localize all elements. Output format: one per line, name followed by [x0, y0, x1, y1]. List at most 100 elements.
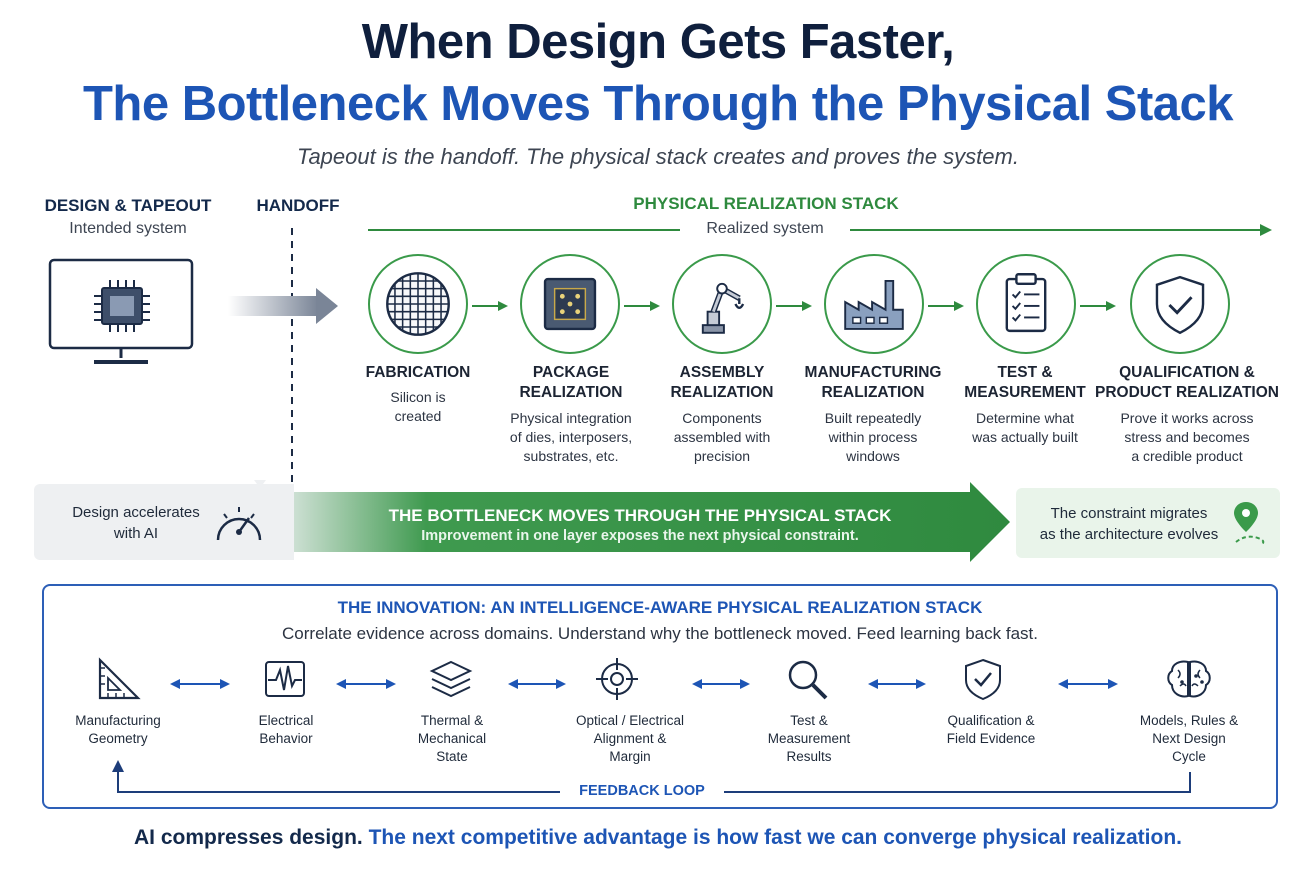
waveform-icon: [265, 661, 305, 697]
innov-label-line: Mechanical: [417, 731, 487, 746]
stage-desc: within process: [828, 429, 918, 445]
brain-icon: [1167, 660, 1211, 698]
stage-desc: Components: [682, 410, 762, 426]
shield-check-icon: [1155, 275, 1205, 335]
innov-item-test-measurement: Test & Measurement Results: [738, 712, 880, 766]
stage-desc: a credible product: [1131, 448, 1243, 464]
stage-desc: Physical integration: [510, 410, 632, 426]
innovation-title: THE INNOVATION: AN INTELLIGENCE-AWARE PH…: [337, 598, 983, 617]
stack-header: PHYSICAL REALIZATION STACK: [633, 194, 899, 213]
stack-sub: Realized system: [706, 220, 824, 237]
stage-desc: Determine what: [975, 410, 1075, 426]
stage-assembly: ASSEMBLY REALIZATION Components assemble…: [648, 363, 796, 466]
design-header: DESIGN & TAPEOUT: [44, 196, 212, 215]
footer-part-1: AI compresses design.: [133, 826, 369, 849]
feedback-loop-label: FEEDBACK LOOP: [579, 783, 705, 799]
stage-title: TEST &: [997, 364, 1053, 381]
stage-manufacturing: MANUFACTURING REALIZATION Built repeated…: [798, 363, 948, 466]
stage-title: MEASUREMENT: [964, 384, 1086, 401]
stage-circle-manufacturing: [824, 254, 924, 354]
band-right-line: as the architecture evolves: [1039, 526, 1219, 543]
band-left-line: Design accelerates: [72, 504, 200, 521]
shield-check-icon: [965, 658, 1001, 701]
innov-item-manufacturing-geometry: Manufacturing Geometry: [48, 712, 188, 748]
innov-label-line: Cycle: [1172, 749, 1206, 764]
stage-desc: substrates, etc.: [523, 448, 619, 464]
innov-item-electrical-behavior: Electrical Behavior: [216, 712, 356, 748]
feedback-loop-line: [117, 768, 1191, 793]
footer-part-2: The next competitive advantage is how fa…: [368, 826, 1182, 849]
innov-label-line: State: [436, 749, 468, 764]
band-left-line: with AI: [113, 525, 159, 542]
monitor-chip-icon: [48, 258, 194, 364]
stage-title: REALIZATION: [519, 384, 623, 401]
innov-item-thermal-mechanical: Thermal & Mechanical State: [382, 712, 522, 766]
stage-fabrication-desc: Silicon is created: [348, 388, 488, 426]
band-center-sub: Improvement in one layer exposes the nex…: [421, 528, 859, 544]
stage-desc: Prove it works across: [1120, 410, 1254, 426]
stage-circle-test: [976, 254, 1076, 354]
constraint-migrates-text: The constraint migrates as the architect…: [1024, 503, 1234, 545]
stage-fabrication: FABRICATION: [348, 363, 488, 383]
bottleneck-band-arrow: [262, 482, 1010, 562]
location-pin-path-icon: [1234, 502, 1265, 545]
band-center-title: THE BOTTLENECK MOVES THROUGH THE PHYSICA…: [388, 506, 892, 525]
crosshair-icon: [596, 658, 638, 700]
clipboard-checklist-icon: [1005, 273, 1047, 333]
wafer-icon: [386, 272, 450, 336]
design-sub: Intended system: [69, 220, 187, 237]
stage-title: QUALIFICATION &: [1119, 364, 1255, 381]
title-line-2: The Bottleneck Moves Through the Physica…: [82, 77, 1234, 131]
innov-label-line: Qualification &: [947, 713, 1035, 728]
stage-desc: stress and becomes: [1124, 429, 1250, 445]
factory-icon: [844, 280, 904, 330]
innovation-double-arrows: [170, 679, 1118, 689]
stage-circle-assembly: [672, 254, 772, 354]
stage-desc: windows: [846, 448, 900, 464]
handoff-header: HANDOFF: [256, 196, 340, 215]
innov-item-models-rules: Models, Rules & Next Design Cycle: [1116, 712, 1262, 766]
innov-item-optical-electrical: Optical / Electrical Alignment & Margin: [552, 712, 708, 766]
stage-circle-fabrication: [368, 254, 468, 354]
innov-label-line: Alignment &: [593, 731, 667, 746]
innov-label-line: Field Evidence: [946, 731, 1036, 746]
innov-label-line: Geometry: [88, 731, 148, 746]
innov-label-line: Test &: [790, 713, 828, 728]
title-line-1: When Design Gets Faster,: [361, 15, 955, 69]
package-icon: [543, 277, 597, 331]
stage-desc: was actually built: [972, 429, 1078, 445]
innov-label-line: Results: [786, 749, 832, 764]
subtitle: Tapeout is the handoff. The physical sta…: [297, 144, 1019, 169]
innovation-subtitle: Correlate evidence across domains. Under…: [282, 624, 1038, 643]
stage-arrows: [472, 301, 1116, 311]
stage-package: PACKAGE REALIZATION Physical integration…: [494, 363, 648, 466]
stage-circle-qualification: [1130, 254, 1230, 354]
innov-label-line: Electrical: [258, 713, 314, 728]
stage-title: ASSEMBLY: [679, 364, 765, 381]
innov-label-line: Measurement: [767, 731, 851, 746]
design-accelerates-text: Design accelerates with AI: [56, 502, 216, 544]
stage-title: FABRICATION: [365, 364, 471, 381]
innov-label-line: Next Design: [1152, 731, 1226, 746]
stage-desc: of dies, interposers,: [509, 429, 633, 445]
constraint-migrates-panel: [1016, 488, 1280, 558]
footer-statement: AI compresses design. The next competiti…: [0, 826, 1316, 850]
innov-label-line: Models, Rules &: [1139, 713, 1239, 728]
triangle-ruler-icon: [98, 657, 141, 700]
innov-label-line: Manufacturing: [75, 713, 161, 728]
stage-title: PACKAGE: [532, 364, 610, 381]
realized-system-line: [368, 224, 1272, 236]
stage-desc: Built repeatedly: [824, 410, 922, 426]
band-right-line: The constraint migrates: [1050, 505, 1208, 522]
magnifier-icon: [788, 660, 828, 700]
stage-desc: Silicon is: [390, 389, 446, 405]
innov-label-line: Behavior: [259, 731, 313, 746]
stage-title: REALIZATION: [821, 384, 925, 401]
innov-label-line: Margin: [609, 749, 651, 764]
handoff-arrow: [228, 288, 338, 324]
robot-arm-icon: [701, 282, 745, 334]
stage-desc: precision: [693, 448, 751, 464]
stage-title: REALIZATION: [670, 384, 774, 401]
innovation-panel: [42, 584, 1278, 809]
